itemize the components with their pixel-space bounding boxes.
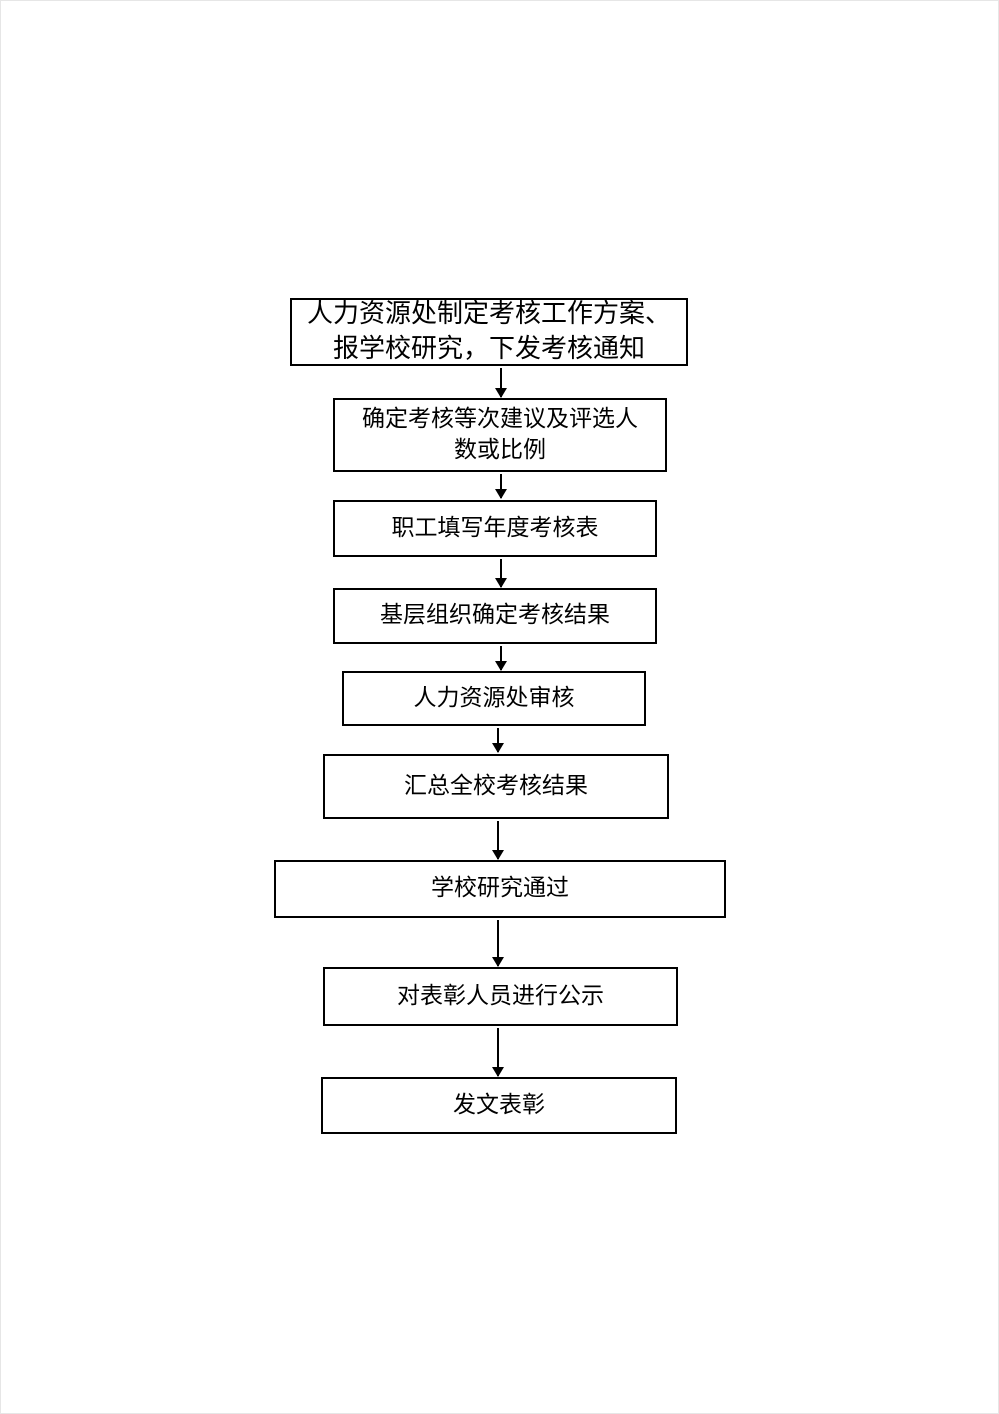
step-7-box: 学校研究通过 — [274, 860, 726, 918]
step-4-line-1: 基层组织确定考核结果 — [380, 602, 610, 629]
arrow-6-7 — [492, 821, 504, 860]
arrow-4-5 — [495, 646, 507, 671]
arrow-5-6 — [492, 728, 504, 753]
step-9-line-1: 发文表彰 — [453, 1091, 545, 1118]
arrow-2-3 — [495, 474, 507, 499]
step-7-line-1: 学校研究通过 — [431, 875, 569, 902]
step-5-box: 人力资源处审核 — [342, 671, 646, 726]
step-6-line-1: 汇总全校考核结果 — [404, 772, 588, 799]
step-1-line-2: 报学校研究，下发考核通知 — [332, 334, 645, 364]
step-4-box: 基层组织确定考核结果 — [333, 588, 657, 644]
step-3-line-1: 职工填写年度考核表 — [391, 514, 599, 541]
step-9-box: 发文表彰 — [321, 1077, 677, 1134]
step-1-box: 人力资源处制定考核工作方案、 报学校研究，下发考核通知 — [290, 298, 688, 366]
arrow-8-9 — [492, 1028, 504, 1077]
step-3-box: 职工填写年度考核表 — [333, 500, 657, 557]
step-2-line-1: 确定考核等次建议及评选人 — [362, 405, 638, 432]
step-8-box: 对表彰人员进行公示 — [323, 967, 678, 1026]
step-2-line-2: 数或比例 — [454, 437, 546, 463]
arrow-3-4 — [495, 559, 507, 588]
step-6-box: 汇总全校考核结果 — [323, 754, 669, 819]
step-8-line-1: 对表彰人员进行公示 — [397, 982, 604, 1009]
arrow-1-2 — [495, 368, 507, 398]
arrow-7-8 — [492, 920, 504, 967]
step-5-line-1: 人力资源处审核 — [413, 684, 575, 711]
step-2-box: 确定考核等次建议及评选人 数或比例 — [333, 398, 667, 472]
step-1-line-1: 人力资源处制定考核工作方案、 — [306, 298, 671, 329]
